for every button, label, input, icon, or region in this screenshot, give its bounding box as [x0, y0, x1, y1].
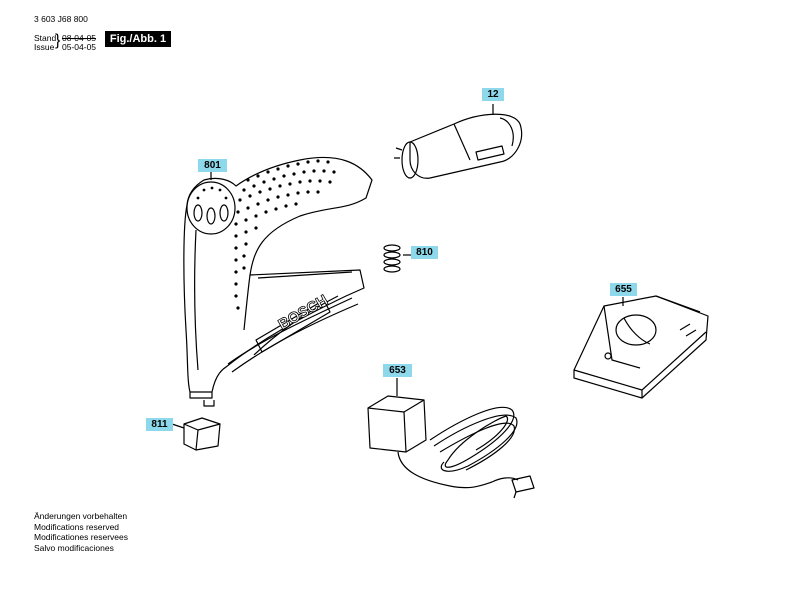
figure-label: Fig./Abb. 1 — [105, 31, 171, 47]
stand-date: 08-04-05 — [62, 33, 97, 43]
grip-dots — [196, 159, 336, 310]
issue-date: 05-04-05 — [62, 42, 97, 52]
brace-glyph: } — [55, 32, 61, 49]
callout-655: 655 — [610, 283, 637, 296]
callout-810: 810 — [411, 246, 438, 259]
footer-line-de: Änderungen vorbehalten — [34, 511, 128, 521]
footer-line-es: Salvo modificaciones — [34, 542, 114, 553]
document-number: 3 603 J68 800 — [34, 14, 88, 24]
callout-12: 12 — [482, 88, 504, 101]
charger-base — [573, 295, 709, 399]
cap — [183, 417, 221, 451]
issue-label: Issue — [34, 42, 55, 52]
callout-811: 811 — [146, 418, 173, 431]
footer-line-en: Modifications reserved — [34, 521, 120, 532]
callout-801: 801 — [198, 159, 227, 172]
stand-label: Stand — [34, 33, 57, 43]
battery-pack — [394, 113, 523, 179]
leader-811 — [171, 423, 185, 429]
power-adapter — [367, 395, 535, 499]
spring — [383, 244, 401, 273]
callout-653: 653 — [383, 364, 412, 377]
footer-line-fr: Modificationes reservees — [34, 532, 129, 542]
footer-notes: Änderungen vorbehalten Modifications res… — [34, 511, 128, 553]
stapler-body — [183, 156, 373, 407]
